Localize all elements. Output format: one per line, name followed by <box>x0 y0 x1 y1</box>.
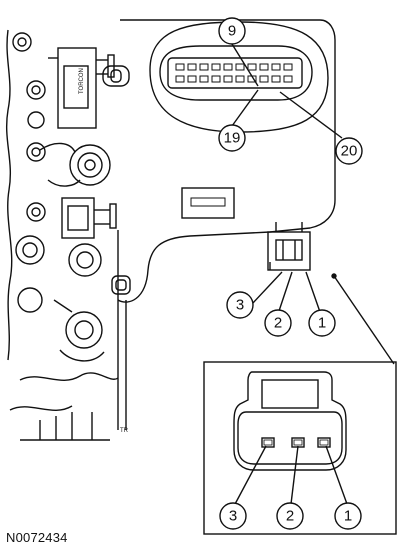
inset-callout-2-circle <box>276 502 304 530</box>
callout-3-circle <box>226 291 254 319</box>
svg-text:TR: TR <box>120 428 129 434</box>
sensor-connector <box>267 222 311 271</box>
callout-1-label: 1 <box>318 315 326 332</box>
callout-3-label: 3 <box>236 297 244 314</box>
callout-9-label: 9 <box>228 23 236 40</box>
callout-2-label: 2 <box>274 315 282 332</box>
label-plate <box>181 187 235 219</box>
callout-20-circle <box>335 137 363 165</box>
figure-id: N0072434 <box>6 530 68 545</box>
callout-20-label: 20 <box>341 143 358 160</box>
inset-callout-2-label: 2 <box>286 508 294 525</box>
inset-callout-3-label: 3 <box>229 508 237 525</box>
callout-19-circle <box>218 124 246 152</box>
callout-1-circle <box>308 309 336 337</box>
inset-callout-1-circle <box>334 502 362 530</box>
inset-callout-3-circle <box>219 502 247 530</box>
inset-callout-1-label: 1 <box>344 508 352 525</box>
callout-19-label: 19 <box>224 130 241 147</box>
valve-body-left: TORCON <box>5 29 130 441</box>
callout-2-circle <box>264 309 292 337</box>
svg-text:TORCON: TORCON <box>79 68 85 94</box>
callout-9-circle <box>218 17 246 45</box>
inset-connector-detail <box>203 361 397 535</box>
valve-body-outline <box>117 19 336 303</box>
